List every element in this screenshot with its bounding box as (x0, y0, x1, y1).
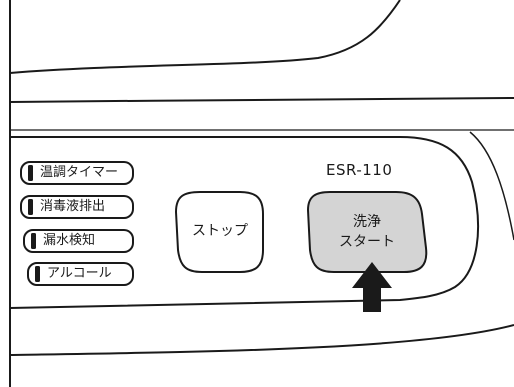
indicator-label-disinfectant-drain: 消毒液排出 (40, 199, 106, 214)
indicator-lamp (35, 266, 40, 282)
start-button-line2: スタート (339, 234, 395, 250)
model-label: ESR-110 (326, 161, 393, 179)
indicator-lamp (31, 233, 36, 249)
indicator-lamp (28, 165, 33, 181)
indicator-label-alcohol: アルコール (47, 266, 112, 281)
indicator-label-leak-detect: 漏水検知 (43, 233, 96, 248)
indicator-disinfectant-drain (20, 195, 134, 219)
indicator-lamp (28, 199, 33, 215)
indicator-timer (20, 161, 134, 185)
start-button[interactable]: 洗浄 スタート (310, 212, 424, 252)
start-button-line1: 洗浄 (353, 214, 381, 230)
start-button-shape (306, 191, 428, 273)
indicator-leak-detect (23, 229, 134, 253)
indicator-alcohol (27, 262, 134, 286)
lid-curve (9, 0, 401, 74)
upper-rail-line (9, 97, 514, 103)
bottom-edge-line (9, 324, 514, 356)
stop-button-shape (174, 191, 264, 273)
control-panel-outline (9, 136, 479, 309)
up-arrow-icon (352, 262, 392, 312)
stop-button[interactable]: ストップ (192, 223, 248, 239)
indicator-label-timer: 温調タイマー (40, 165, 119, 180)
right-rail-line (469, 131, 514, 241)
